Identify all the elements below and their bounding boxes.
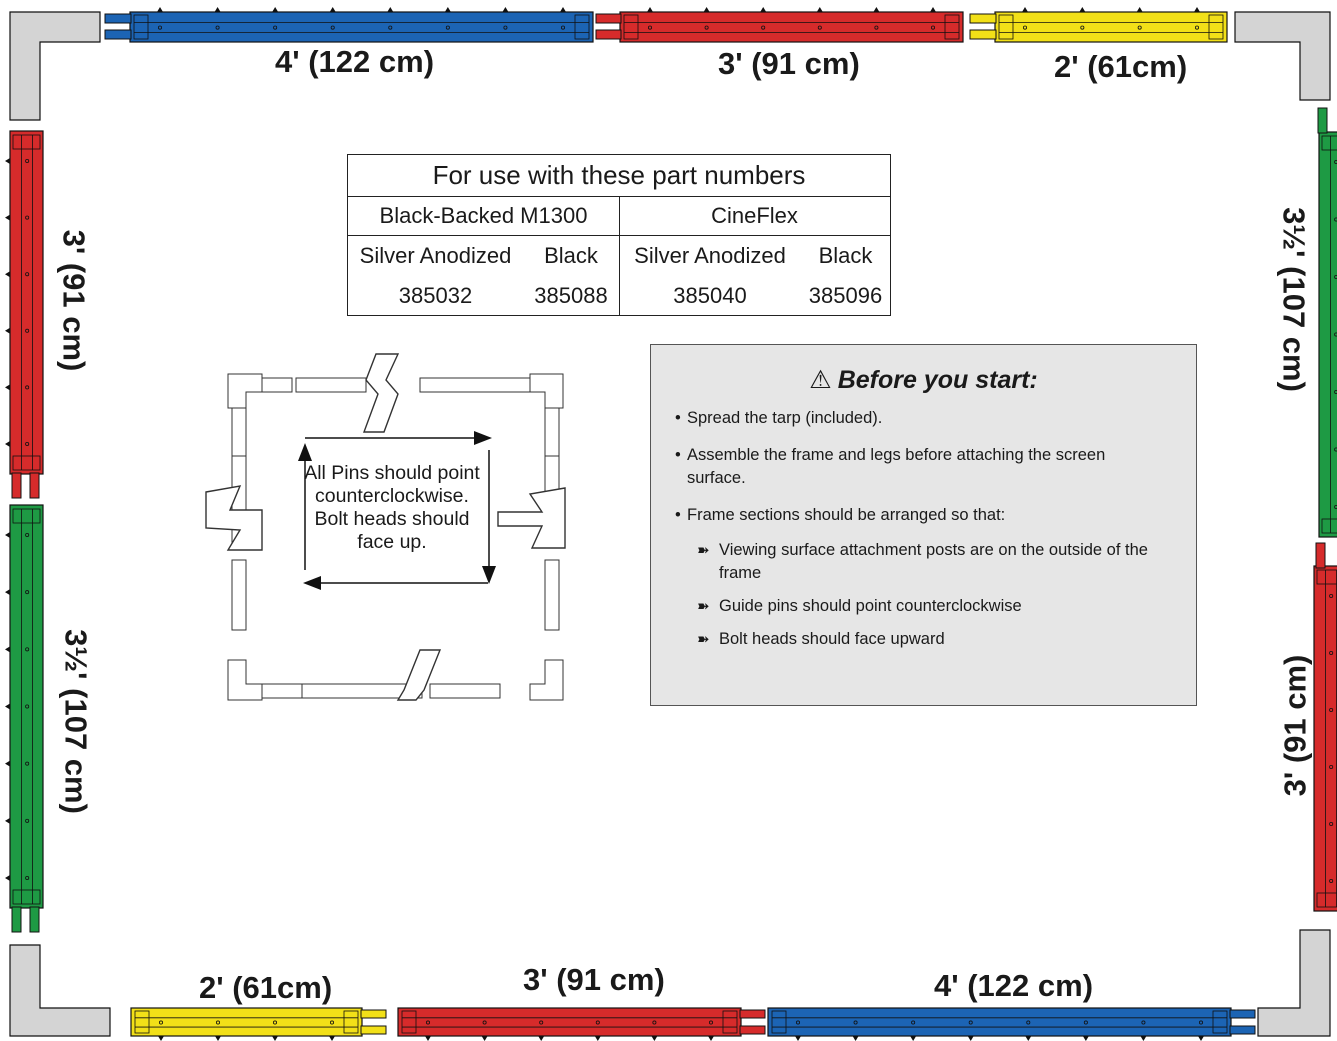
sub-list-item: ➽Bolt heads should face upward: [697, 628, 1156, 651]
part-number: 385096: [808, 283, 883, 308]
group-m1300: Black-Backed M1300: [379, 203, 588, 228]
frame-section-bottom-yellow: [130, 1007, 363, 1041]
parts-table: For use with these part numbers Black-Ba…: [347, 154, 891, 316]
label-top-yellow: 2' (61cm): [1054, 49, 1188, 84]
part-number: 385088: [534, 283, 608, 308]
finish-header: Silver Anodized: [634, 243, 786, 268]
corner-top-left: [9, 11, 101, 121]
label-right-green: 3½' (107 cm): [1276, 207, 1312, 392]
frame-section-top-yellow: [994, 7, 1228, 43]
frame-section-top-red: [619, 7, 964, 43]
warning-icon: ⚠: [809, 366, 832, 394]
label-bottom-yellow: 2' (61cm): [199, 970, 333, 1005]
corner-bottom-right: [1257, 929, 1331, 1037]
frame-section-right-red: [1313, 565, 1337, 912]
arrow-bullet-icon: ➽: [697, 542, 710, 559]
before-you-start-panel: ⚠Before you start: •Spread the tarp (inc…: [650, 344, 1197, 706]
part-number: 385040: [673, 283, 747, 308]
list-item: •Assemble the frame and legs before atta…: [675, 446, 1106, 487]
corner-bottom-left: [9, 944, 111, 1037]
label-bottom-red: 3' (91 cm): [523, 962, 665, 997]
pins-note: All Pins should point counterclockwise. …: [304, 462, 480, 553]
notes-list: •Spread the tarp (included). •Assemble t…: [675, 407, 1156, 665]
label-left-red: 3' (91 cm): [56, 229, 92, 372]
label-left-green: 3½' (107 cm): [58, 629, 94, 814]
notes-title: ⚠Before you start:: [809, 366, 1038, 394]
label-top-blue: 4' (122 cm): [275, 44, 435, 79]
frame-section-bottom-red: [397, 1007, 742, 1041]
frame-section-left-green: [5, 504, 44, 909]
frame-section-left-red: [5, 130, 44, 475]
corner-top-right: [1234, 11, 1331, 101]
parts-table-title: For use with these part numbers: [432, 160, 806, 190]
part-number: 385032: [398, 283, 473, 308]
sub-list-item: ➽Guide pins should point counterclockwis…: [697, 595, 1156, 618]
frame-section-top-blue: [129, 7, 594, 43]
finish-header: Black: [818, 243, 873, 268]
label-bottom-blue: 4' (122 cm): [934, 968, 1094, 1003]
sub-list-item: ➽Viewing surface attachment posts are on…: [697, 541, 1148, 582]
frame-section-right-green: [1318, 131, 1337, 538]
mini-frame-diagram: [205, 353, 566, 701]
list-item: •Frame sections should be arranged so th…: [675, 504, 1156, 651]
frame-section-bottom-blue: [767, 1007, 1232, 1041]
finish-header: Silver Anodized: [359, 243, 512, 268]
label-top-red: 3' (91 cm): [718, 46, 860, 81]
label-right-red: 3' (91 cm): [1277, 654, 1313, 797]
list-item: •Spread the tarp (included).: [675, 409, 883, 427]
group-cineflex: CineFlex: [711, 203, 798, 228]
arrow-bullet-icon: ➽: [697, 631, 710, 648]
arrow-bullet-icon: ➽: [697, 598, 710, 615]
finish-header: Black: [544, 243, 598, 268]
